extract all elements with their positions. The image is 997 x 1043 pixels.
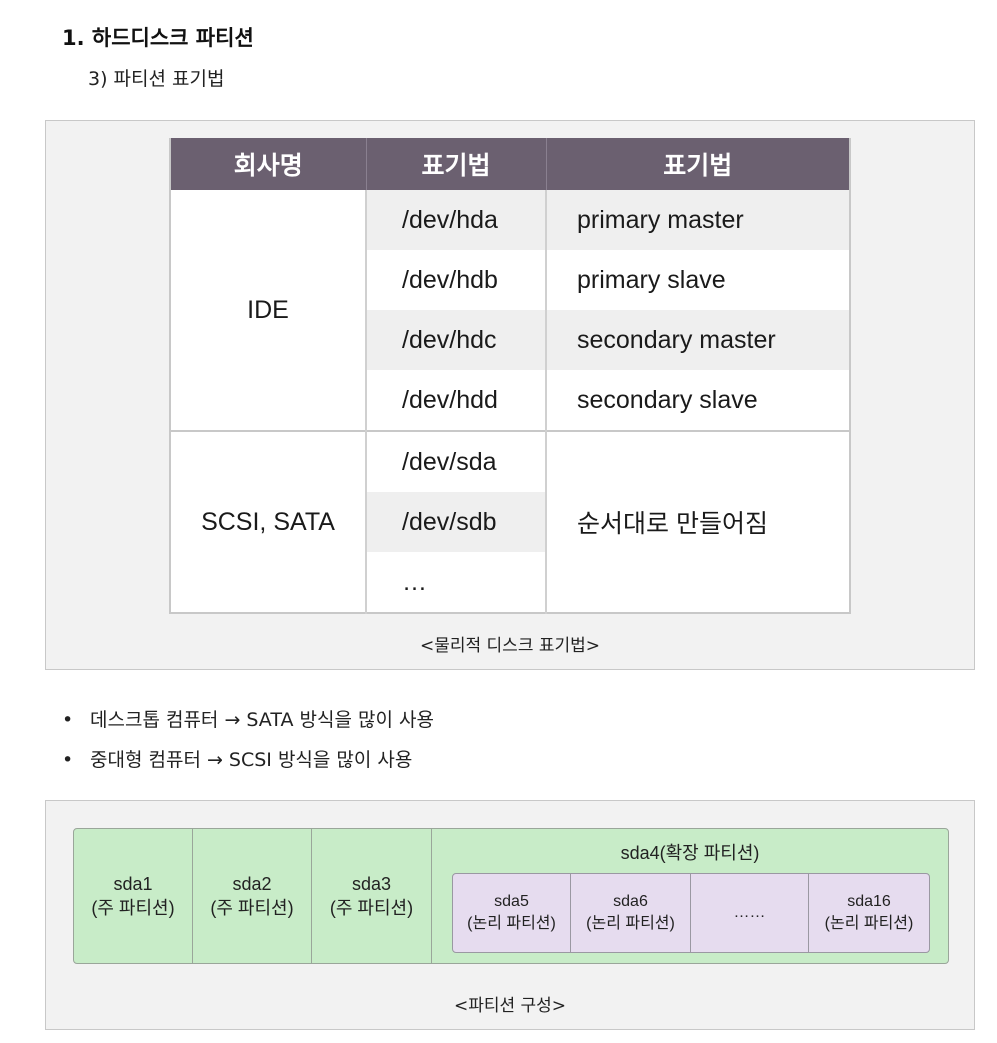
partition-name: sda2 (232, 874, 272, 894)
table-row: … (170, 552, 850, 613)
logical-partition: sda6 (논리 파티션) (571, 874, 691, 952)
partition-type: (논리 파티션) (467, 915, 556, 932)
partition-type: (주 파티션) (91, 898, 175, 918)
logical-partition: sda5 (논리 파티션) (453, 874, 571, 952)
partition-name: sda3 (351, 874, 392, 894)
device-cell: /dev/hdd (366, 370, 547, 431)
table-row: /dev/hdc secondary master (170, 310, 850, 370)
description-cell: primary slave (546, 250, 850, 310)
group-cell-ide: IDE (170, 190, 367, 431)
partition-type: (논리 파티션) (824, 915, 914, 932)
table-header-notation: 표기법 (366, 138, 547, 190)
partition-name: sda16 (847, 893, 891, 910)
table-row: /dev/hdd secondary slave (170, 370, 850, 431)
disk-partition-bar: sda1 (주 파티션) sda2 (주 파티션) sda3 (주 파티션) s… (73, 828, 949, 964)
device-cell: /dev/sdb (366, 492, 547, 552)
table-header-notation-desc: 표기법 (546, 138, 850, 190)
description-cell: 순서대로 만들어짐 (546, 430, 850, 613)
list-item-text: 데스크톱 컴퓨터 → SATA 방식을 많이 사용 (90, 709, 434, 731)
partition-type: (주 파티션) (329, 898, 414, 918)
partition-figure: sda1 (주 파티션) sda2 (주 파티션) sda3 (주 파티션) s… (45, 800, 975, 1030)
bullet-list: • 데스크톱 컴퓨터 → SATA 방식을 많이 사용 • 중대형 컴퓨터 → SC… (62, 700, 434, 780)
device-cell: /dev/hdc (366, 310, 547, 370)
logical-partition-group: sda5 (논리 파티션) sda6 (논리 파티션) …… sda16 (논리… (452, 873, 930, 953)
primary-partition: sda2 (주 파티션) (193, 829, 312, 963)
primary-partition: sda3 (주 파티션) (312, 829, 432, 963)
extended-partition-title: sda4(확장 파티션) (620, 843, 760, 863)
partition-type: (주 파티션) (210, 898, 294, 918)
table-row: SCSI, SATA /dev/sda 순서대로 만들어짐 (170, 430, 850, 613)
list-item-text: 중대형 컴퓨터 → SCSI 방식을 많이 사용 (90, 749, 413, 771)
table-row: /dev/hdb primary slave (170, 250, 850, 310)
list-item: • 중대형 컴퓨터 → SCSI 방식을 많이 사용 (62, 740, 434, 780)
table-caption: <물리적 디스크 표기법> (419, 636, 601, 656)
description-cell: secondary master (546, 310, 850, 370)
table-row: IDE /dev/hda primary master (170, 190, 850, 431)
table-header-company: 회사명 (170, 138, 367, 190)
primary-partition: sda1 (주 파티션) (74, 829, 193, 963)
subsection-heading: 3) 파티션 표기법 (88, 68, 225, 90)
partition-type: (논리 파티션) (586, 915, 675, 932)
partition-name: sda6 (613, 893, 648, 910)
table-row: /dev/sdb (170, 492, 850, 552)
section-heading: 1. 하드디스크 파티션 (62, 26, 254, 50)
device-cell: /dev/hdb (366, 250, 547, 310)
disk-notation-figure: 회사명 표기법 표기법 IDE /dev/hda primary master … (45, 120, 975, 670)
device-cell: … (366, 552, 547, 613)
logical-partition-ellipsis: …… (691, 874, 809, 952)
disk-notation-table: 회사명 표기법 표기법 IDE /dev/hda primary master … (169, 138, 851, 614)
device-cell: /dev/hda (366, 190, 547, 250)
device-cell: /dev/sda (366, 430, 547, 492)
partition-name: …… (733, 904, 766, 921)
logical-partition: sda16 (논리 파티션) (809, 874, 929, 952)
bullet-icon: • (62, 749, 74, 771)
description-cell: primary master (546, 190, 850, 250)
diagram-caption: <파티션 구성> (453, 996, 567, 1016)
group-cell-scsi-sata: SCSI, SATA (170, 430, 367, 613)
table-header-row: 회사명 표기법 표기법 (170, 138, 850, 190)
description-cell: secondary slave (546, 370, 850, 431)
partition-name: sda5 (494, 893, 529, 910)
bullet-icon: • (62, 709, 74, 731)
partition-name: sda1 (113, 874, 153, 894)
list-item: • 데스크톱 컴퓨터 → SATA 방식을 많이 사용 (62, 700, 434, 740)
